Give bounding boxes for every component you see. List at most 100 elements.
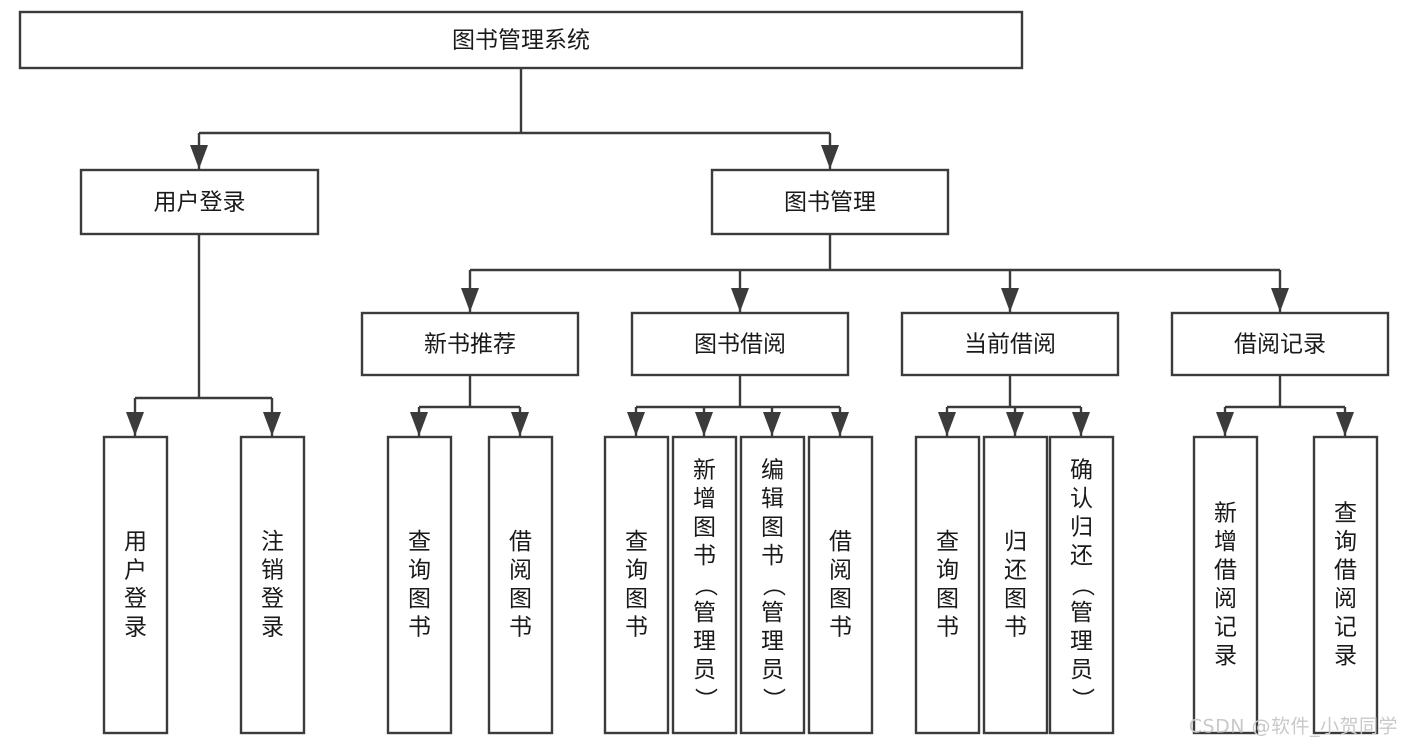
node-box-root[interactable] [18,10,1024,70]
node-user-login[interactable]: 用户登录 [79,168,320,236]
node-label-char: 还 [1070,543,1093,569]
node-label-char: 管 [1070,600,1093,626]
node-label-char: 录 [261,614,284,640]
node-label-char: 阅 [1334,586,1357,612]
connector-group-bookmanagement-to-level3 [461,234,1289,312]
node-box-leaf-logout[interactable] [239,435,306,735]
node-label-char: 新 [1214,500,1237,526]
node-box-leaf-user-login[interactable] [102,435,169,735]
nodes-layer: 图书管理系统用户登录图书管理新书推荐图书借阅当前借阅借阅记录用户登录注销登录查询… [18,10,1390,735]
node-label-char: 借 [1334,557,1357,583]
node-label-root: 图书管理系统 [452,28,590,54]
node-label-char: 录 [124,614,147,640]
node-label-char: 登 [261,586,284,612]
node-label-user-login: 用户登录 [154,190,246,216]
arrow-head-icon [1072,412,1090,436]
node-new-book-recommend[interactable]: 新书推荐 [360,311,580,377]
node-box-book-management[interactable] [710,168,950,236]
node-label-char: 录 [1214,643,1237,669]
node-box-leaf-query-borrow-record[interactable] [1312,435,1379,735]
arrow-head-icon [821,145,839,169]
node-label-char: 借 [1214,557,1237,583]
arrow-head-icon [263,412,281,436]
node-label-char: 阅 [509,557,532,583]
node-label-char: 图 [693,515,716,541]
arrow-head-icon [1006,412,1024,436]
node-label-char: 书 [509,614,532,640]
node-label-current-borrow: 当前借阅 [964,332,1056,358]
node-box-leaf-query-book-current[interactable] [914,435,981,735]
node-box-leaf-borrow-book-recommend[interactable] [487,435,554,735]
node-label-char: 记 [1334,614,1357,640]
node-current-borrow[interactable]: 当前借阅 [900,311,1120,377]
node-box-leaf-edit-book-admin[interactable] [739,435,806,735]
node-label-char: 员 [761,657,784,683]
node-root[interactable]: 图书管理系统 [18,10,1024,70]
node-box-user-login[interactable] [79,168,320,236]
node-box-leaf-add-borrow-record[interactable] [1192,435,1259,735]
node-label-char: 户 [124,557,147,583]
arrow-head-icon [410,412,428,436]
arrow-head-icon [831,412,849,436]
node-label-char: 阅 [829,557,852,583]
node-box-leaf-query-book-borrow[interactable] [603,435,670,735]
arrow-head-icon [1271,288,1289,312]
arrow-head-icon [627,412,645,436]
node-box-borrow-record[interactable] [1170,311,1390,377]
connector-group-record-to-leaves [1216,375,1354,436]
node-label-char: （ [760,574,786,597]
node-box-book-borrow[interactable] [630,311,850,377]
node-label-char: （ [692,574,718,597]
node-book-borrow[interactable]: 图书借阅 [630,311,850,377]
node-label-char: 询 [1334,529,1357,555]
node-label-char: 图 [509,586,532,612]
node-label-char: 书 [936,614,959,640]
node-box-new-book-recommend[interactable] [360,311,580,377]
node-label-char: 辑 [761,486,784,512]
node-label-char: 图 [625,586,648,612]
node-leaf-user-login[interactable]: 用户登录 [102,435,169,735]
node-label-char: 图 [1004,586,1027,612]
arrow-head-icon [1216,412,1234,436]
node-box-leaf-confirm-return-admin[interactable] [1048,435,1115,735]
node-book-management[interactable]: 图书管理 [710,168,950,236]
connector-group-userlogin-to-leaves [126,234,281,436]
node-borrow-record[interactable]: 借阅记录 [1170,311,1390,377]
node-box-leaf-add-book-admin[interactable] [671,435,738,735]
node-label-char: 书 [829,614,852,640]
node-box-current-borrow[interactable] [900,311,1120,377]
node-box-leaf-query-book-recommend[interactable] [386,435,453,735]
node-label-char: 增 [693,486,716,512]
node-label-char: 图 [829,586,852,612]
node-label-char: 查 [1334,500,1357,526]
node-label-char: 管 [693,600,716,626]
node-label-char: ） [692,688,718,711]
node-label-char: 书 [408,614,431,640]
node-label-char: 增 [1214,529,1237,555]
node-box-leaf-borrow-book[interactable] [807,435,874,735]
node-label-char: 图 [408,586,431,612]
connector-group-recommend-to-leaves [410,375,529,436]
node-label-char: 用 [124,529,147,555]
node-label-char: 书 [625,614,648,640]
node-label-char: 查 [408,529,431,555]
node-label-char: 销 [261,557,284,583]
node-box-leaf-return-book[interactable] [982,435,1049,735]
